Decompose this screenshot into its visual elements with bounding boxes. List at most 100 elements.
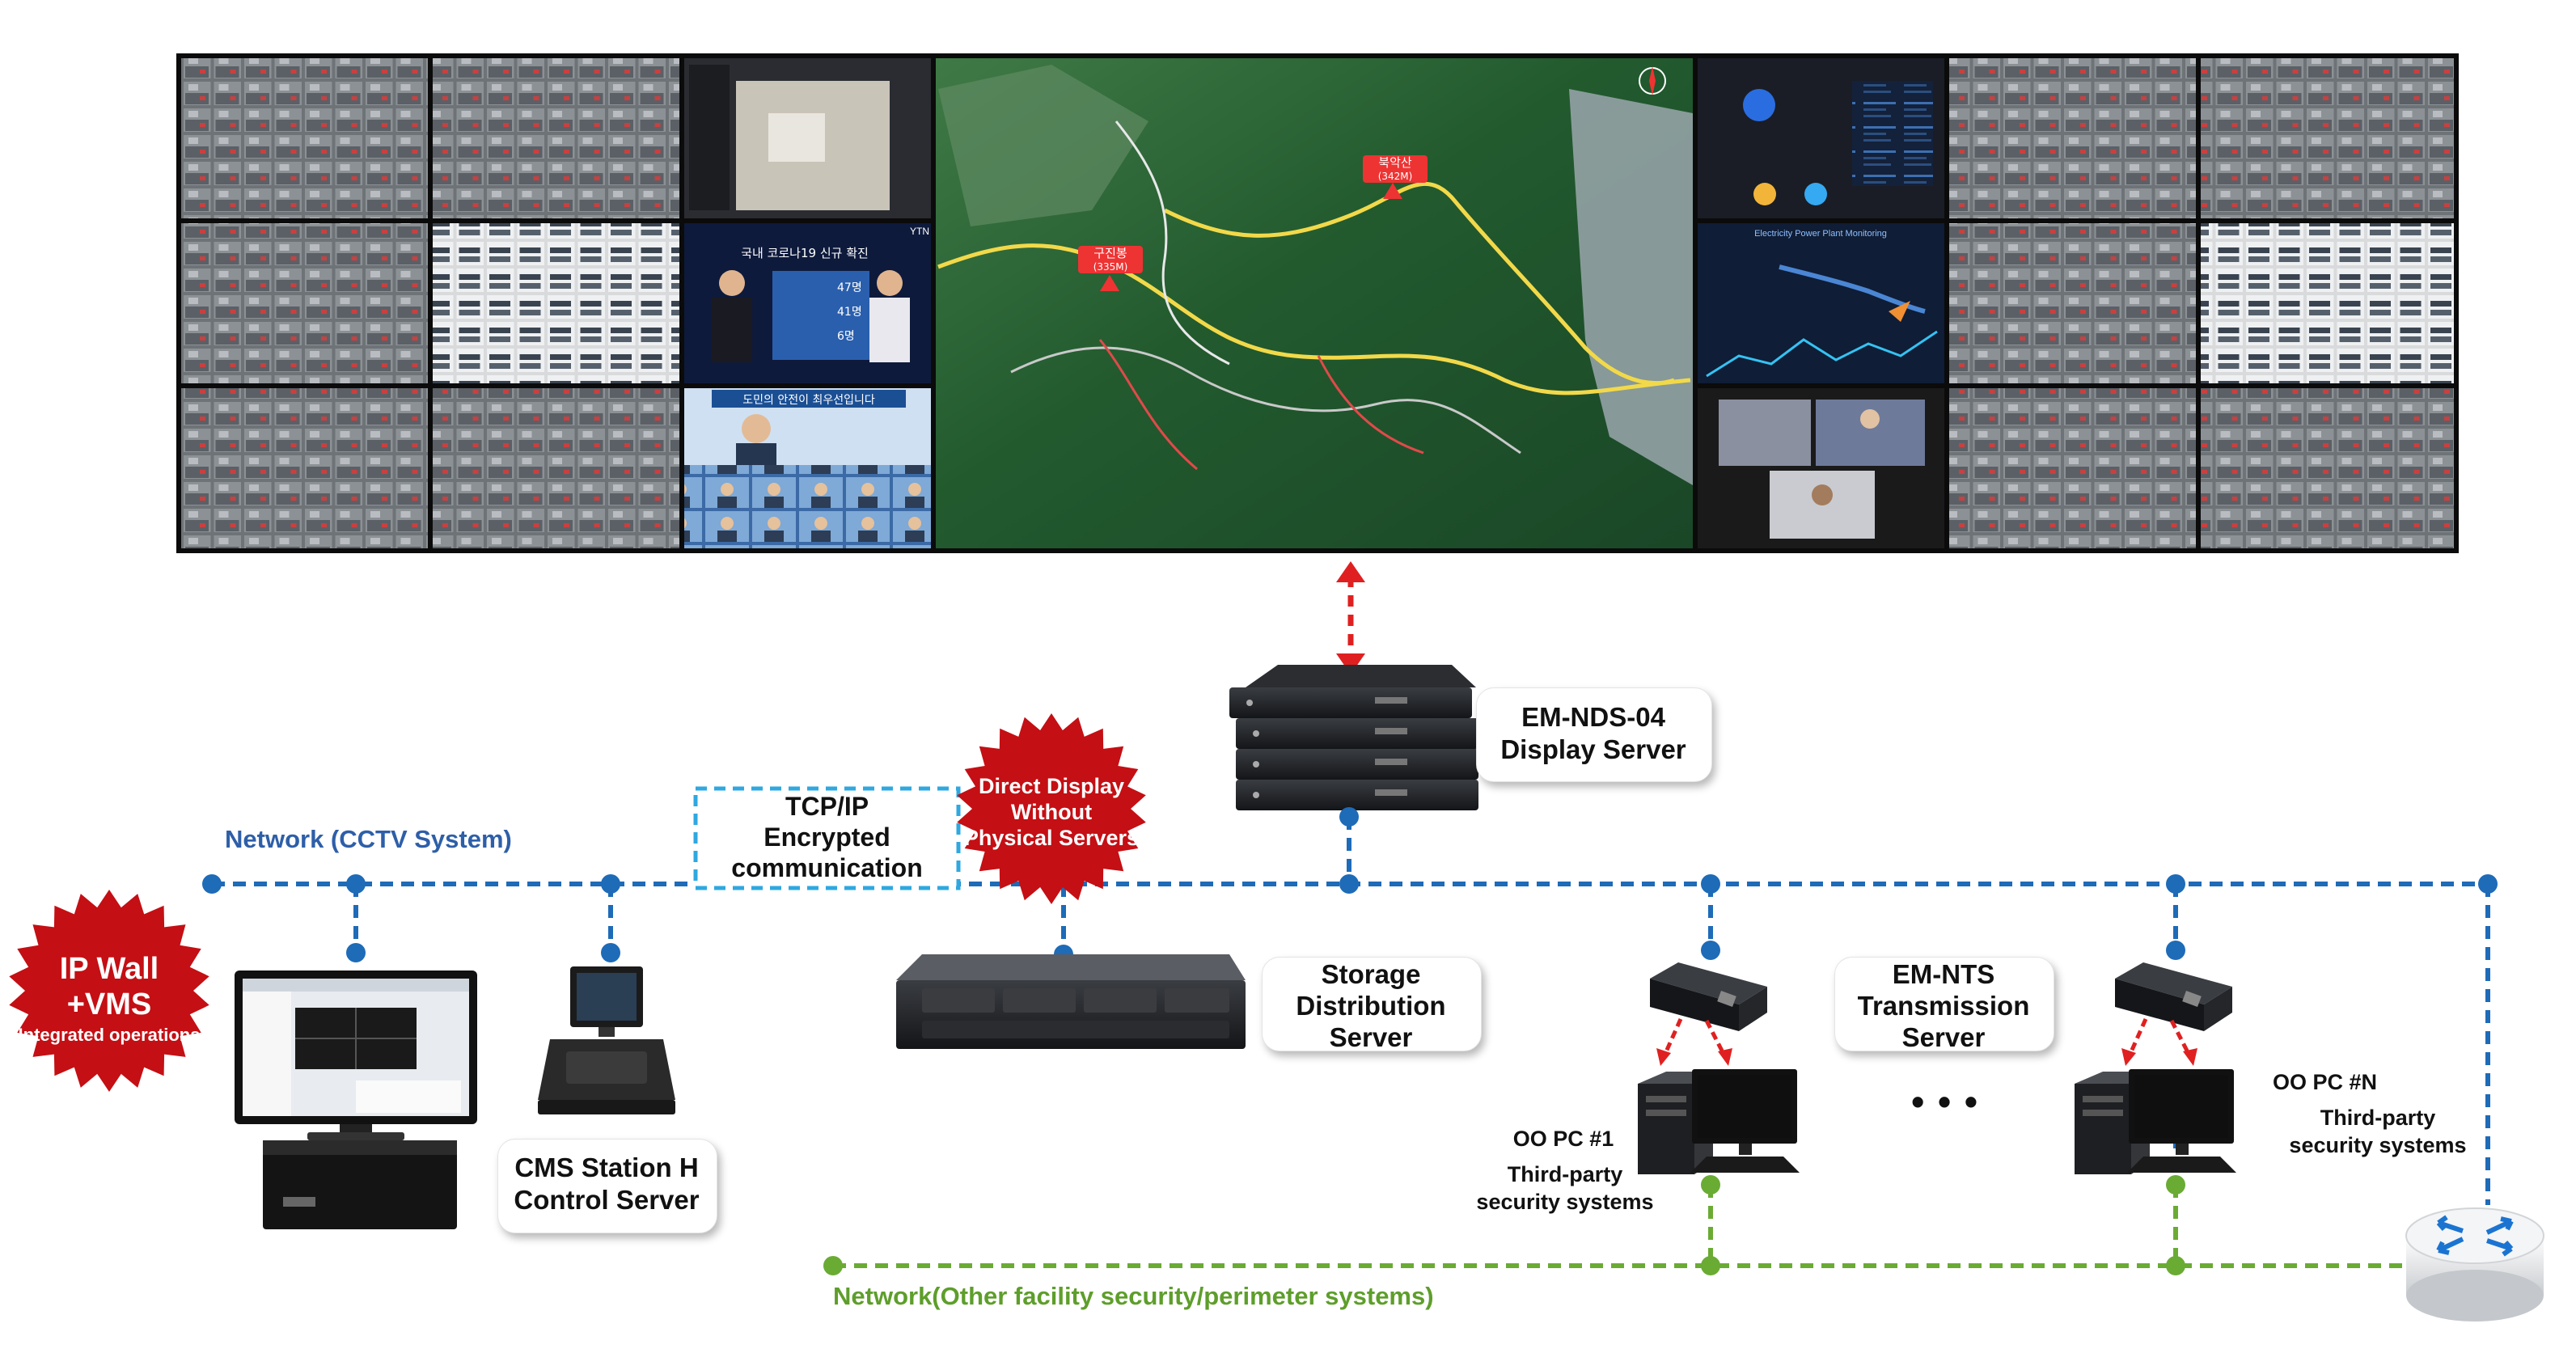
display-server-model: EM-NDS-04: [1521, 702, 1665, 732]
cms-label-1: CMS Station H: [514, 1152, 699, 1182]
news-anchor-left-body: [712, 298, 752, 362]
video-conference-person: [1860, 409, 1880, 429]
storage-label-3: Server: [1329, 1022, 1413, 1052]
news-stat-2: 41명: [837, 306, 862, 319]
storage-label-1: Storage: [1321, 959, 1421, 989]
dashboard-map-marker: [1889, 301, 1910, 322]
dashboard-gauge: [1804, 183, 1827, 205]
ellipsis-more-pcs: • • •: [1911, 1080, 1979, 1123]
display-server-stack: [1229, 665, 1478, 810]
map-peak-label-left-bg: [1078, 246, 1143, 273]
dashboard-gauge: [1743, 89, 1775, 121]
nts-link-arrows: [1656, 1017, 2197, 1066]
nts-label-box: [1834, 957, 2054, 1051]
news-anchor-left: [719, 270, 745, 296]
briefing-banner: 도민의 안전이 최우선입니다: [742, 394, 875, 407]
cctv-tile: [181, 388, 428, 548]
cctv-tile: [433, 58, 679, 218]
map-trail: [1010, 346, 1521, 455]
pcn-desc-2: security systems: [2289, 1133, 2467, 1157]
nts-label-3: Server: [1901, 1022, 1986, 1052]
map-peak-height-left: (335M): [1093, 261, 1128, 273]
cctv-tile: [2201, 388, 2454, 548]
storage-label-box: [1262, 957, 1482, 1051]
nts-unit-1: [1650, 962, 1767, 1031]
network-cctv-label: Network (CCTV System): [225, 825, 512, 853]
cctv-tile: [1949, 388, 2196, 548]
facility-network-nodes: [823, 1175, 2185, 1275]
cctv-tile: [433, 223, 679, 383]
pc1-desc-2: security systems: [1476, 1190, 1654, 1214]
map-peak-height-main: (342M): [1378, 171, 1413, 182]
ip-wall-text-1: IP Wall: [59, 952, 159, 986]
nts-label-2: Transmission: [1857, 991, 2030, 1021]
ip-wall-text-2: +VMS: [66, 987, 152, 1021]
cms-label-box: [497, 1139, 717, 1233]
cctv-tile: [2201, 58, 2454, 218]
map-trail: [1098, 339, 1424, 471]
map-peak-name-left: 구진봉: [1093, 246, 1127, 260]
direct-display-text-3: Physical Servers: [963, 826, 1140, 850]
cctv-tile: [1949, 223, 2196, 383]
map-peak-name-main: 북악산: [1378, 155, 1412, 170]
video-wall: 국내 코로나19 신규 확진 YTN 47명 41명 6명 도민의 안전이 최우…: [176, 53, 2459, 553]
cms-label-2: Control Server: [514, 1185, 700, 1215]
map-trail: [1163, 182, 1675, 386]
news-channel: YTN: [910, 226, 929, 237]
video-conference-person: [1812, 484, 1833, 505]
map-peak-label-main-bg: [1363, 155, 1428, 183]
briefing-banner-bg: [712, 390, 906, 408]
news-anchor-right-body: [869, 298, 910, 362]
display-server-role: Display Server: [1500, 734, 1686, 764]
pcn-desc-1: Third-party: [2320, 1106, 2436, 1130]
tcp-ip-line2: Encrypted: [763, 823, 890, 852]
software-3d-building: [768, 113, 825, 162]
dashboard-title: Electricity Power Plant Monitoring: [1754, 229, 1887, 239]
cctv-tile: [1949, 58, 2196, 218]
map-urban-area: [938, 65, 1148, 226]
dashboard-gauge: [1753, 183, 1776, 205]
network-facility-label: Network(Other facility security/perimete…: [833, 1282, 1434, 1310]
video-conference-feed: [1719, 400, 1811, 466]
news-anchor-right: [877, 270, 903, 296]
dashboard-table: [1852, 81, 1933, 186]
pc-1: [1638, 1069, 1800, 1174]
direct-display-text-2: Without: [1010, 800, 1093, 824]
direct-display-burst: [957, 713, 1146, 904]
display-link-arrow: [1336, 561, 1365, 674]
nts-label-1: EM-NTS: [1892, 959, 1995, 989]
cctv-tile: [2201, 223, 2454, 383]
map-urban-area: [1569, 89, 1693, 485]
cms-station: [538, 966, 675, 1114]
vms-workstation: [235, 971, 477, 1229]
facility-network-lines: [833, 1185, 2414, 1268]
display-server-label-box: [1476, 687, 1712, 782]
map-peak-marker-left: [1100, 275, 1119, 291]
map-trail: [1115, 121, 1230, 366]
news-headline: 국내 코로나19 신규 확진: [741, 246, 869, 260]
direct-display-text-1: Direct Display: [978, 774, 1125, 798]
cctv-tile: [181, 223, 428, 383]
pc1-desc-1: Third-party: [1507, 1162, 1623, 1186]
storage-server: [896, 954, 1246, 1049]
cctv-tile: [433, 388, 679, 548]
pc-n: [2075, 1069, 2236, 1174]
nts-unit-n: [2115, 962, 2232, 1031]
ip-wall-burst: [9, 890, 209, 1092]
pcn-name: OO PC #N: [2273, 1070, 2378, 1094]
pc1-name: OO PC #1: [1512, 1127, 1614, 1151]
tcp-ip-box: [693, 786, 961, 890]
storage-label-2: Distribution: [1296, 991, 1446, 1021]
dashboard-chart-line: [1706, 330, 1938, 378]
map-trail: [937, 243, 1691, 395]
news-stat-3: 6명: [837, 330, 855, 343]
router-icon: [2405, 1207, 2544, 1322]
cctv-tile: [181, 58, 428, 218]
map-compass-icon: [1639, 66, 1666, 95]
briefing-speaker: [742, 414, 771, 443]
news-stat-1: 47명: [837, 281, 862, 294]
tcp-ip-line1: TCP/IP: [785, 792, 869, 821]
briefing-speaker-body: [736, 443, 776, 465]
